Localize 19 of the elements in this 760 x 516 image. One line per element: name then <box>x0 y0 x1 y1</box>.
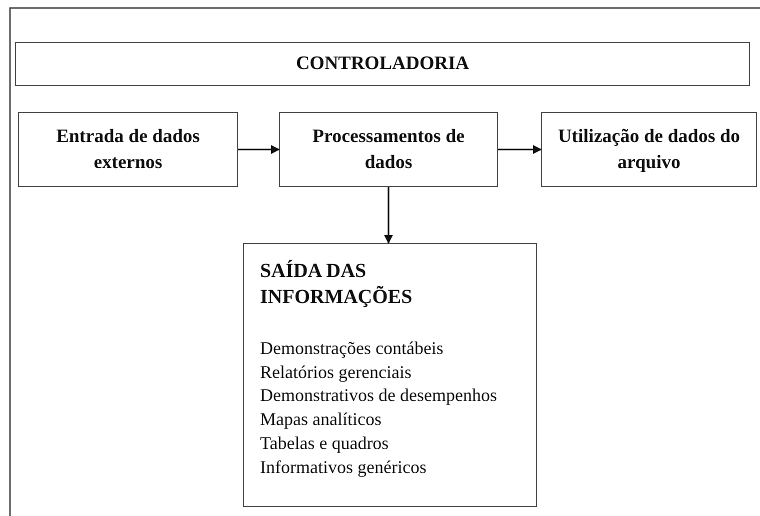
box-label: Entrada de dados externos <box>55 124 201 174</box>
output-box <box>243 243 537 507</box>
process-box <box>279 112 498 187</box>
list-item: Mapas analíticos <box>260 408 382 432</box>
arrow <box>238 145 280 154</box>
arrow <box>498 145 542 154</box>
list-item: Demonstrações contábeis <box>260 336 444 360</box>
arrow <box>384 187 393 244</box>
box-label: Processamentos de dados <box>311 124 466 174</box>
list-item: Informativos genéricos <box>260 456 428 479</box>
list-item: Tabelas e quadros <box>260 432 390 455</box>
process-box <box>18 112 238 187</box>
list-item: Relatórios gerenciais <box>260 360 412 384</box>
box-label: CONTROLADORIA <box>296 52 470 76</box>
list-item: Demonstrativos de desempenhos <box>260 384 498 408</box>
process-box <box>541 112 757 187</box>
title-box <box>15 42 750 86</box>
box-label: Utilização de dados do arquivo <box>556 124 742 174</box>
section-heading: SAÍDA DAS INFORMAÇÕES <box>260 258 414 310</box>
